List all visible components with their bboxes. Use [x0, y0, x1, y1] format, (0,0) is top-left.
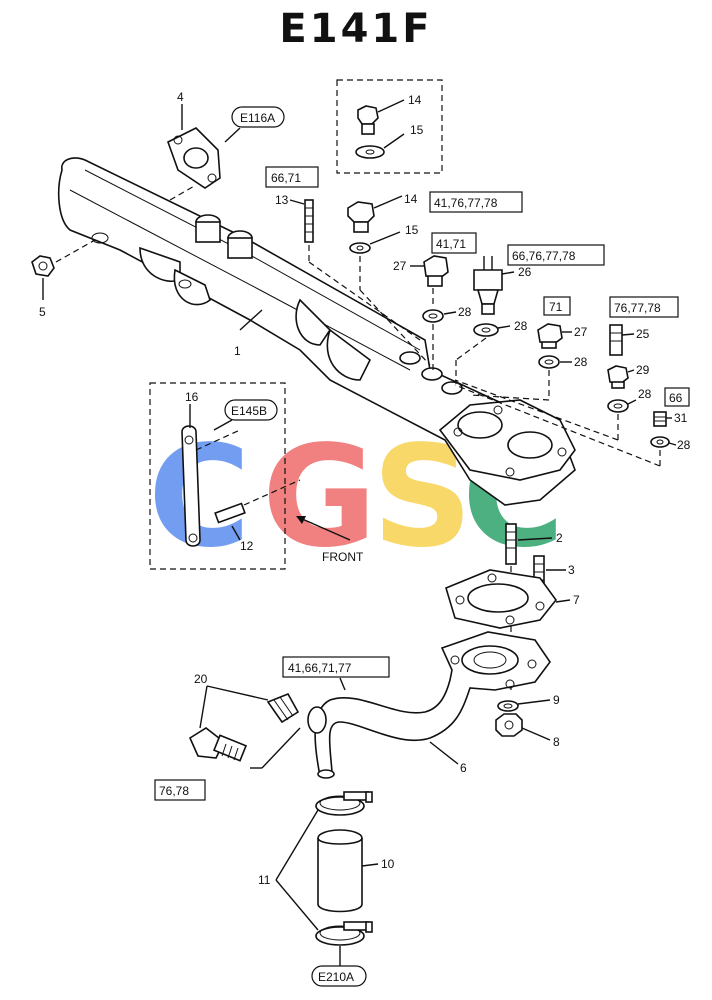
svg-text:41,71: 41,71 — [436, 237, 466, 251]
part-number-26: 26 — [518, 265, 532, 279]
model-tag-76-78: 76,78 — [154, 779, 206, 801]
plug-27-left: 27 28 — [393, 255, 472, 370]
plug-20: 20 — [188, 672, 301, 769]
part-number-7: 7 — [573, 593, 580, 607]
model-tag-66: 66 — [664, 387, 690, 407]
part-number-28-d: 28 — [638, 387, 652, 401]
svg-text:E210A: E210A — [318, 970, 354, 984]
part-number-28-e: 28 — [677, 438, 691, 452]
watermark-letter-g: G — [262, 416, 377, 579]
sensor-26: 26 28 — [455, 256, 532, 384]
plug-14-washer-15: 14 15 — [347, 192, 431, 366]
part-number-3: 3 — [568, 563, 575, 577]
part-number-15-mid: 15 — [405, 223, 419, 237]
optional-plug-box: 14 15 — [336, 79, 443, 174]
part-number-14-top: 14 — [408, 93, 422, 107]
front-indicator: FRONT — [296, 516, 364, 564]
stud-13: 13 — [275, 193, 421, 341]
pipe-6: 6 — [307, 631, 551, 779]
part-number-14-mid: 14 — [404, 192, 418, 206]
part-number-31: 31 — [674, 411, 688, 425]
washer-9: 9 — [497, 693, 560, 712]
bracket-box: 16 12 — [149, 382, 301, 570]
svg-text:66,76,77,78: 66,76,77,78 — [512, 249, 576, 263]
hose-10: 10 — [317, 829, 395, 913]
part-number-2: 2 — [556, 531, 563, 545]
part-number-16: 16 — [185, 390, 199, 404]
nut-5: 5 — [31, 239, 96, 319]
part-number-12: 12 — [240, 539, 254, 553]
part-number-13: 13 — [275, 193, 289, 207]
part-number-11: 11 — [258, 873, 271, 887]
model-tag-71: 71 — [543, 296, 571, 316]
part-number-25: 25 — [636, 327, 650, 341]
part-number-29: 29 — [636, 363, 650, 377]
gasket-4: 4 — [167, 90, 221, 201]
svg-text:41,76,77,78: 41,76,77,78 — [434, 196, 498, 210]
part-number-28-b: 28 — [514, 319, 528, 333]
svg-text:E116A: E116A — [240, 111, 275, 125]
model-tag-41-71: 41,71 — [431, 232, 477, 254]
ref-tag-e145b: E145B — [213, 399, 278, 431]
part-number-27-left: 27 — [393, 259, 407, 273]
ref-tag-e116a: E116A — [224, 106, 285, 143]
parts-31-28: 31 28 — [454, 384, 691, 467]
model-tag-66-71: 66,71 — [265, 166, 319, 188]
front-label: FRONT — [322, 550, 364, 564]
parts-25-29-28: 25 29 28 — [454, 324, 652, 441]
part-11-leaders: 11 — [258, 809, 319, 931]
clamp-11-top — [315, 791, 373, 816]
part-number-4: 4 — [177, 90, 184, 104]
model-tag-76-77-78: 76,77,78 — [609, 296, 679, 318]
part-number-27-right: 27 — [574, 325, 588, 339]
svg-text:76,77,78: 76,77,78 — [614, 301, 661, 315]
ref-tag-e210a: E210A — [311, 946, 367, 987]
part-number-10: 10 — [381, 857, 395, 871]
model-tag-41-66-71-77: 41,66,71,77 — [282, 656, 390, 691]
watermark-letter-c1: C — [148, 416, 251, 579]
part-number-15-top: 15 — [410, 123, 424, 137]
svg-text:76,78: 76,78 — [159, 784, 189, 798]
part-number-28-c: 28 — [574, 355, 588, 369]
svg-text:41,66,71,77: 41,66,71,77 — [288, 661, 352, 675]
clamp-11-bottom — [315, 921, 373, 946]
part-number-6: 6 — [460, 761, 467, 775]
svg-text:66: 66 — [669, 391, 683, 405]
plug-27-right: 27 28 — [469, 323, 588, 401]
gasket-7: 7 — [445, 569, 580, 629]
part-number-8: 8 — [553, 735, 560, 749]
svg-text:66,71: 66,71 — [271, 171, 301, 185]
svg-text:E145B: E145B — [231, 404, 267, 418]
part-number-28-a: 28 — [458, 305, 472, 319]
diagram-title: E141F — [279, 6, 433, 52]
part-number-1: 1 — [234, 344, 241, 358]
part-number-9: 9 — [553, 693, 560, 707]
model-tag-66-76-77-78: 66,76,77,78 — [507, 244, 605, 266]
part-number-20: 20 — [194, 672, 208, 686]
part-number-5: 5 — [39, 305, 46, 319]
water-manifold — [57, 157, 576, 506]
model-tag-41-76-77-78: 41,76,77,78 — [429, 191, 523, 213]
nut-8: 8 — [495, 713, 560, 749]
svg-text:71: 71 — [549, 300, 563, 314]
